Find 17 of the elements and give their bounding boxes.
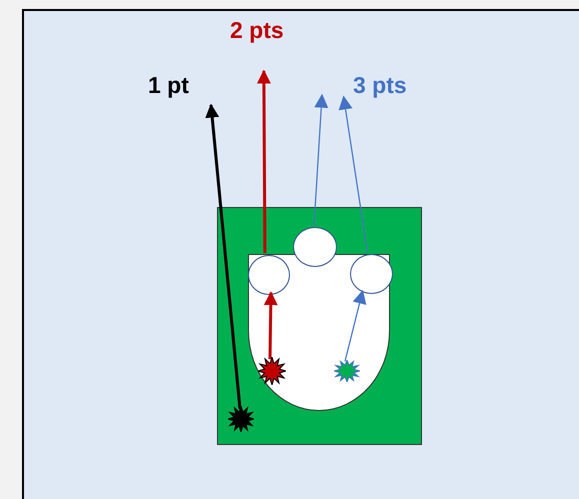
target-circle: [293, 227, 337, 267]
score-label: 2 pts: [230, 17, 302, 47]
arrow: [264, 291, 278, 360]
score-label: 3 pts: [353, 72, 425, 102]
target-circle: [350, 254, 393, 294]
splat-icon: [334, 360, 360, 382]
arrow: [256, 70, 271, 253]
target-circle: [248, 255, 290, 295]
board-area: [217, 207, 422, 445]
arrow: [344, 290, 366, 362]
arrow: [313, 94, 328, 226]
score-label: 1 pt: [148, 72, 208, 102]
arrow: [338, 96, 368, 252]
scoring-cup: [248, 254, 390, 411]
arrow: [205, 104, 242, 410]
splat-icon: [258, 357, 286, 385]
splat-icon: [228, 406, 254, 432]
